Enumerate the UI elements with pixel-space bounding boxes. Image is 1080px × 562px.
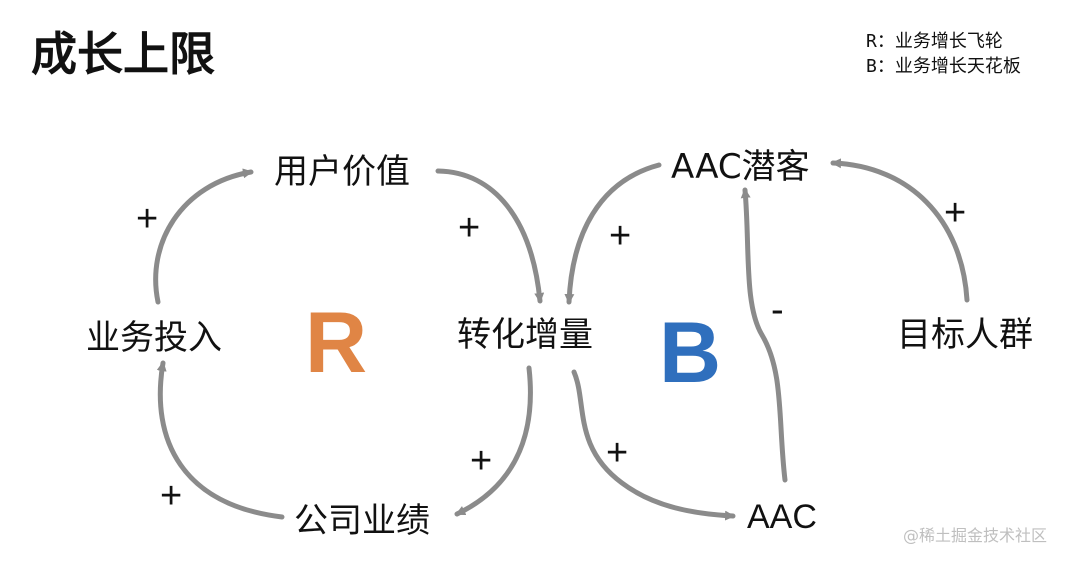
- node-target-group: 目标人群: [897, 315, 1033, 355]
- node-user-value: 用户价值: [274, 152, 410, 192]
- legend-b-text: B：业务增长天花板: [866, 56, 1021, 77]
- legend: R：业务增长飞轮 B：业务增长天花板: [866, 31, 1021, 77]
- arrow-user-value-to-conversion: [435, 168, 545, 304]
- polarity-sign-conversion-to-aac: +: [606, 432, 628, 474]
- polarity-sign-performance-to-business: +: [160, 475, 182, 517]
- balancing-loop-label: B: [659, 305, 721, 401]
- polarity-sign-aac-to-potential: -: [771, 289, 784, 331]
- polarity-sign-business-to-user: +: [136, 198, 158, 240]
- loop-labels: R B: [305, 295, 721, 401]
- node-aac: AAC: [747, 498, 817, 536]
- polarity-sign-user-to-conversion: +: [458, 207, 480, 249]
- watermark: @稀土掘金技术社区: [903, 526, 1047, 545]
- page-title: 成长上限: [31, 27, 215, 81]
- arrow-conversion-to-company-performance: [454, 365, 533, 517]
- arrow-aac-to-aac-potential: [740, 187, 788, 483]
- arrow-aac-potential-to-conversion: [564, 162, 662, 305]
- node-company-performance: 公司业绩: [294, 501, 430, 541]
- legend-r-text: R：业务增长飞轮: [866, 31, 1003, 52]
- reinforcing-loop: [153, 168, 545, 520]
- polarity-signs: + + + + + + + -: [136, 192, 966, 517]
- nodes: 用户价值 转化增量 业务投入 公司业绩 AAC潜客 目标人群 AAC: [86, 147, 1033, 541]
- arrow-business-input-to-user-value: [153, 168, 254, 305]
- arrow-target-group-to-aac-potential: [830, 158, 970, 303]
- arrow-company-performance-to-business-input: [156, 360, 285, 520]
- node-business-input: 业务投入: [86, 318, 222, 358]
- polarity-sign-target-to-potential: +: [944, 192, 966, 234]
- polarity-sign-potential-to-conversion: +: [609, 215, 631, 257]
- polarity-sign-conversion-to-performance: +: [470, 440, 492, 482]
- node-conversion-increment: 转化增量: [457, 315, 593, 355]
- node-aac-potential: AAC潜客: [671, 147, 810, 187]
- reinforcing-loop-label: R: [305, 295, 367, 391]
- balancing-loop: [564, 158, 970, 521]
- arrow-conversion-to-aac: [571, 369, 736, 521]
